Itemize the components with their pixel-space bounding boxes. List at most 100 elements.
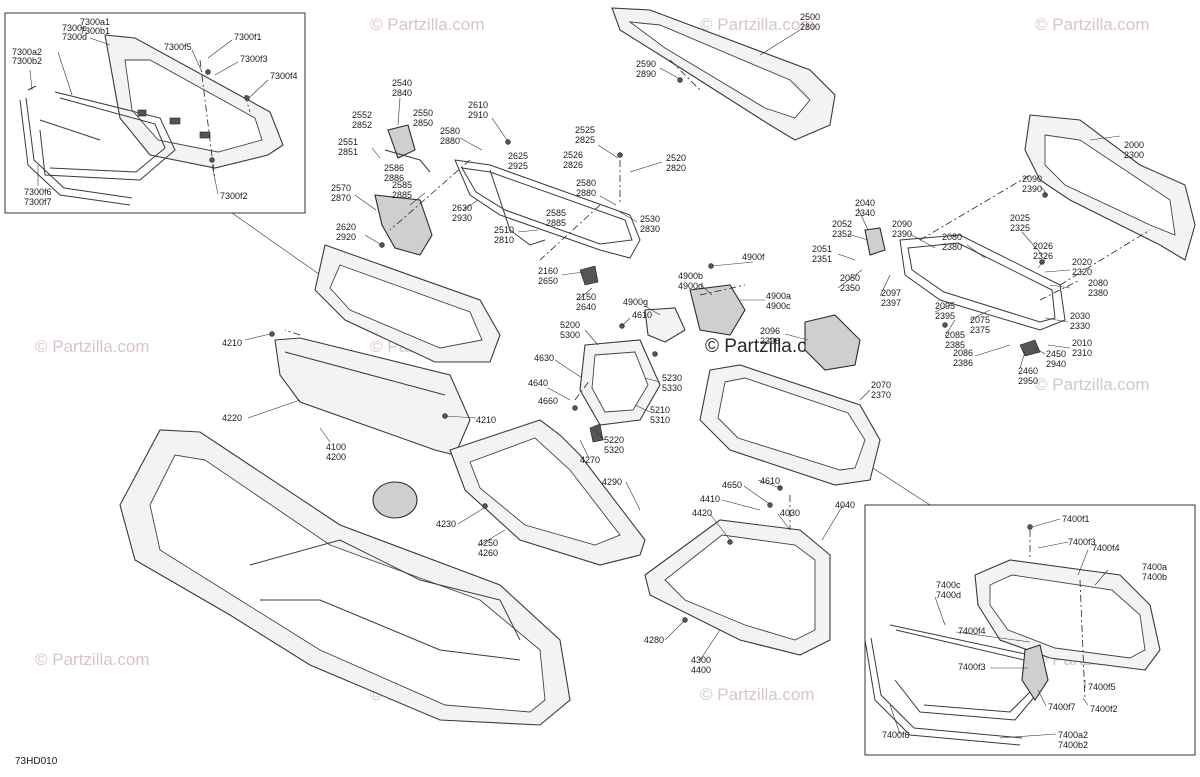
callout-label: 2950 (1018, 376, 1038, 386)
door-lower-left (119, 429, 571, 726)
callout-label: 2050 (840, 273, 860, 283)
callout-label: 7300a1 (80, 17, 110, 27)
callout-label: 4290 (602, 477, 622, 487)
callout-label: 2585 (546, 208, 566, 218)
callout-label: 2386 (953, 358, 973, 368)
callout-label: 4210 (476, 415, 496, 425)
callout-label: 2380 (1088, 288, 1108, 298)
callout-label: 2885 (546, 218, 566, 228)
callout-label: 5200 (560, 320, 580, 330)
callout-label: 2810 (494, 235, 514, 245)
callout-label: 4900c (766, 301, 791, 311)
callout-label: 2040 (855, 198, 875, 208)
callout-label: 4900b (678, 271, 703, 281)
callout-label: 4220 (222, 413, 242, 423)
callout-label: 2610 (468, 100, 488, 110)
callout-label: 2885 (392, 190, 412, 200)
callout-label: 7400f3 (1068, 537, 1096, 547)
callout-label: 7400f2 (1090, 704, 1118, 714)
callout-label: 7300f5 (164, 42, 192, 52)
callout-label: 2890 (636, 69, 656, 79)
callout-label: 4420 (692, 508, 712, 518)
callout-label: 2630 (452, 203, 472, 213)
callout-label: 4630 (534, 353, 554, 363)
callout-label: 2340 (855, 208, 875, 218)
callout-label: 2880 (576, 188, 596, 198)
door-assembly-7300 (19, 34, 284, 206)
callout-label: 2590 (636, 59, 656, 69)
callout-label: 2080 (942, 232, 962, 242)
callout-label: 2300 (1124, 150, 1144, 160)
callout-label: 2500 (800, 12, 820, 22)
callout-label: 7400c (936, 580, 961, 590)
latch-2540 (387, 124, 416, 159)
callout-label: 2390 (1022, 184, 1042, 194)
callout-label: 2351 (812, 254, 832, 264)
callout-label: 2090 (892, 219, 912, 229)
callout-label: 2030 (1070, 311, 1090, 321)
callout-labels: 7300c 7300d 7300a1 7300b1 7300f5 7300f1 … (12, 12, 1167, 750)
callout-label: 7400a2 (1058, 730, 1088, 740)
callout-label: 2096 (760, 326, 780, 336)
leader-lines (29, 29, 1121, 739)
console-4250 (449, 419, 646, 566)
callout-label: 2552 (352, 110, 372, 120)
diagram-code: 73HD010 (15, 756, 58, 767)
callout-label: 4100 (326, 442, 346, 452)
callout-label: 4230 (436, 519, 456, 529)
callout-label: 4900g (623, 297, 648, 307)
callout-label: 2051 (812, 244, 832, 254)
callout-label: 7400f6 (882, 730, 910, 740)
callout-label: 2880 (440, 136, 460, 146)
callout-label: 7400b2 (1058, 740, 1088, 750)
callout-label: 2551 (338, 137, 358, 147)
callout-label: 2380 (942, 242, 962, 252)
callout-label: 2052 (832, 219, 852, 229)
watermark-center-text: © Partzilla.com (705, 336, 833, 357)
callout-label: 2326 (1033, 251, 1053, 261)
callout-label: 2526 (563, 150, 583, 160)
callout-label: 2026 (1033, 241, 1053, 251)
callout-label: 7300f6 (24, 187, 52, 197)
callout-label: 2886 (384, 173, 404, 183)
callout-label: 4640 (528, 378, 548, 388)
callout-label: 2650 (538, 276, 558, 286)
floor-4300 (644, 519, 831, 656)
callout-label: 2350 (840, 283, 860, 293)
callout-label: 2825 (575, 135, 595, 145)
callout-label: 5210 (650, 405, 670, 415)
door-2070 (699, 364, 881, 486)
callout-label: 7300f2 (220, 191, 248, 201)
callout-label: 2640 (576, 302, 596, 312)
callout-label: 2851 (338, 147, 358, 157)
callout-label: 2820 (666, 163, 686, 173)
watermark-text: © Partzilla.com (35, 337, 150, 356)
bracket-2570 (374, 194, 433, 256)
callout-label: 4660 (538, 396, 558, 406)
watermark-text: © Partzilla.com (35, 650, 150, 669)
detail-box-7300 (4, 12, 306, 214)
cable-2550 (384, 149, 431, 173)
callout-label: 4610 (632, 310, 652, 320)
callout-label: 2510 (494, 225, 514, 235)
callout-label: 7400a (1142, 562, 1167, 572)
callout-label: 7300f4 (270, 71, 298, 81)
callout-label: 7300b2 (12, 56, 42, 66)
callout-label: 4900f (742, 252, 765, 262)
callout-label: 2586 (384, 163, 404, 173)
callout-label: 7300d (62, 32, 87, 42)
watermark-text: © Partzilla.com (700, 685, 815, 704)
motor-2096 (804, 314, 861, 371)
callout-label: 2396 (760, 336, 780, 346)
watermark-text: © Partzilla.com (1035, 375, 1150, 394)
callout-label: 2160 (538, 266, 558, 276)
callout-label: 2085 (945, 330, 965, 340)
callout-label: 7300f1 (234, 32, 262, 42)
callout-label: 2390 (892, 229, 912, 239)
callout-label: 4280 (644, 635, 664, 645)
callout-label: 2000 (1124, 140, 1144, 150)
callout-label: 7400f5 (1088, 682, 1116, 692)
callout-label: 2910 (468, 110, 488, 120)
callout-label: 2460 (1018, 366, 1038, 376)
watermark-text: © Partzilla.com (370, 15, 485, 34)
